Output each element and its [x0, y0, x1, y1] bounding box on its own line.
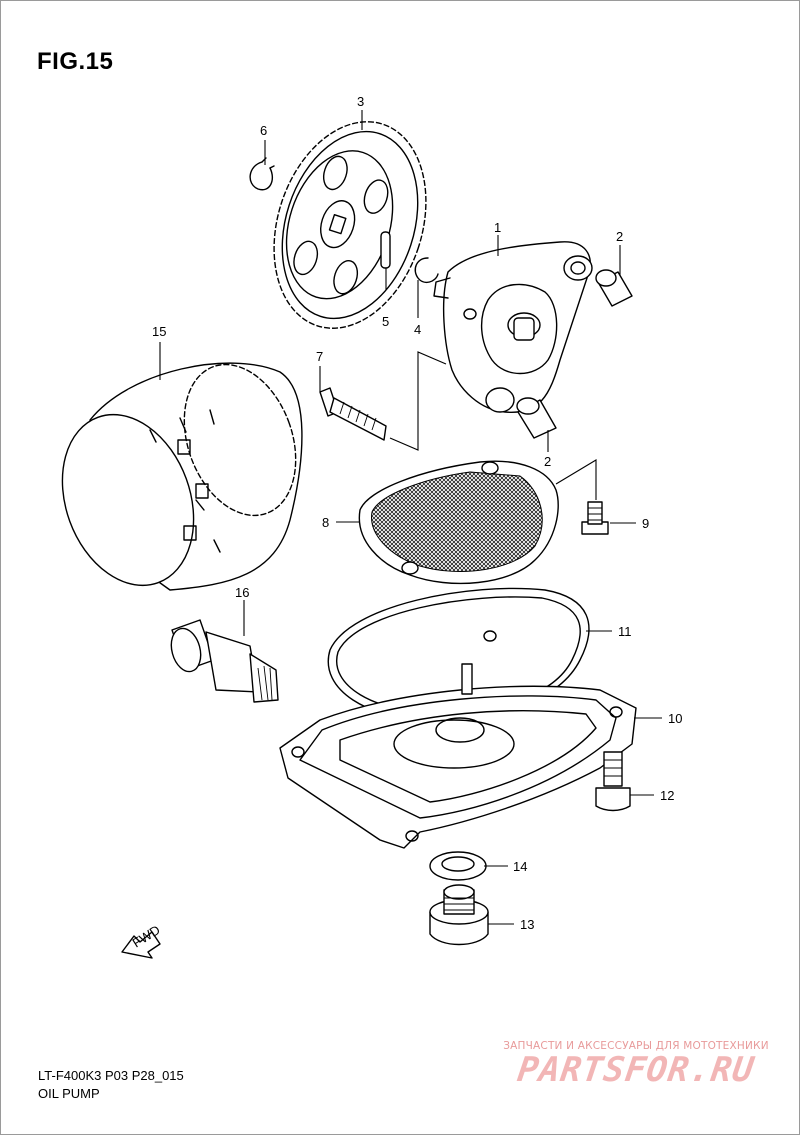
- callout-11: 11: [618, 624, 632, 639]
- fwd-arrow-icon: FWD: [121, 922, 163, 959]
- pin-part-5[interactable]: [380, 231, 391, 269]
- watermark-logo: PARTSFOR.RU: [515, 1050, 757, 1090]
- driven-gear-part-3[interactable]: [249, 102, 451, 348]
- circlip-part-6[interactable]: [249, 157, 275, 191]
- watermark: ЗАПЧАСТИ И АКСЕССУАРЫ ДЛЯ МОТОТЕХНИКИ PA…: [488, 1040, 784, 1090]
- model-code: LT-F400K3 P03 P28_015: [38, 1068, 184, 1083]
- clip-part-4[interactable]: [414, 257, 439, 284]
- callout-15: 15: [152, 324, 166, 339]
- section-name: OIL PUMP: [38, 1086, 100, 1101]
- callout-9: 9: [642, 516, 649, 531]
- oil-pressure-switch-part-16[interactable]: [167, 619, 279, 703]
- callout-16: 16: [235, 585, 249, 600]
- oil-strainer-part-8[interactable]: [358, 460, 559, 585]
- dowel-pin-part-2-lower[interactable]: [516, 397, 557, 439]
- washer-part-14[interactable]: [429, 851, 487, 881]
- callout-7: 7: [316, 349, 323, 364]
- watermark-tagline: ЗАПЧАСТИ И АКСЕССУАРЫ ДЛЯ МОТОТЕХНИКИ: [503, 1040, 769, 1052]
- callout-4: 4: [414, 322, 421, 337]
- callout-12: 12: [660, 788, 674, 803]
- callout-2-upper: 2: [616, 229, 623, 244]
- callout-2-lower: 2: [544, 454, 551, 469]
- oil-pan-part-10[interactable]: [279, 630, 637, 849]
- drain-plug-part-13[interactable]: [429, 884, 489, 946]
- oil-pump-body-part-1[interactable]: [433, 241, 593, 413]
- oil-filter-part-15[interactable]: [40, 349, 316, 604]
- callout-13: 13: [520, 917, 534, 932]
- footer-caption: LT-F400K3 P03 P28_015 OIL PUMP: [38, 1067, 184, 1103]
- flange-bolt-part-9[interactable]: [581, 501, 609, 535]
- figure-title: FIG.15: [37, 48, 114, 75]
- dowel-pin-part-2-upper[interactable]: [595, 269, 633, 307]
- callout-8: 8: [322, 515, 329, 530]
- callout-10: 10: [668, 711, 682, 726]
- callout-6: 6: [260, 123, 267, 138]
- leader-lines: [159, 110, 662, 925]
- bolt-part-7[interactable]: [319, 387, 387, 441]
- bolt-part-12[interactable]: [595, 751, 631, 812]
- callout-3: 3: [357, 94, 364, 109]
- callout-1: 1: [494, 220, 501, 235]
- callout-5: 5: [382, 314, 389, 329]
- callout-14: 14: [513, 859, 527, 874]
